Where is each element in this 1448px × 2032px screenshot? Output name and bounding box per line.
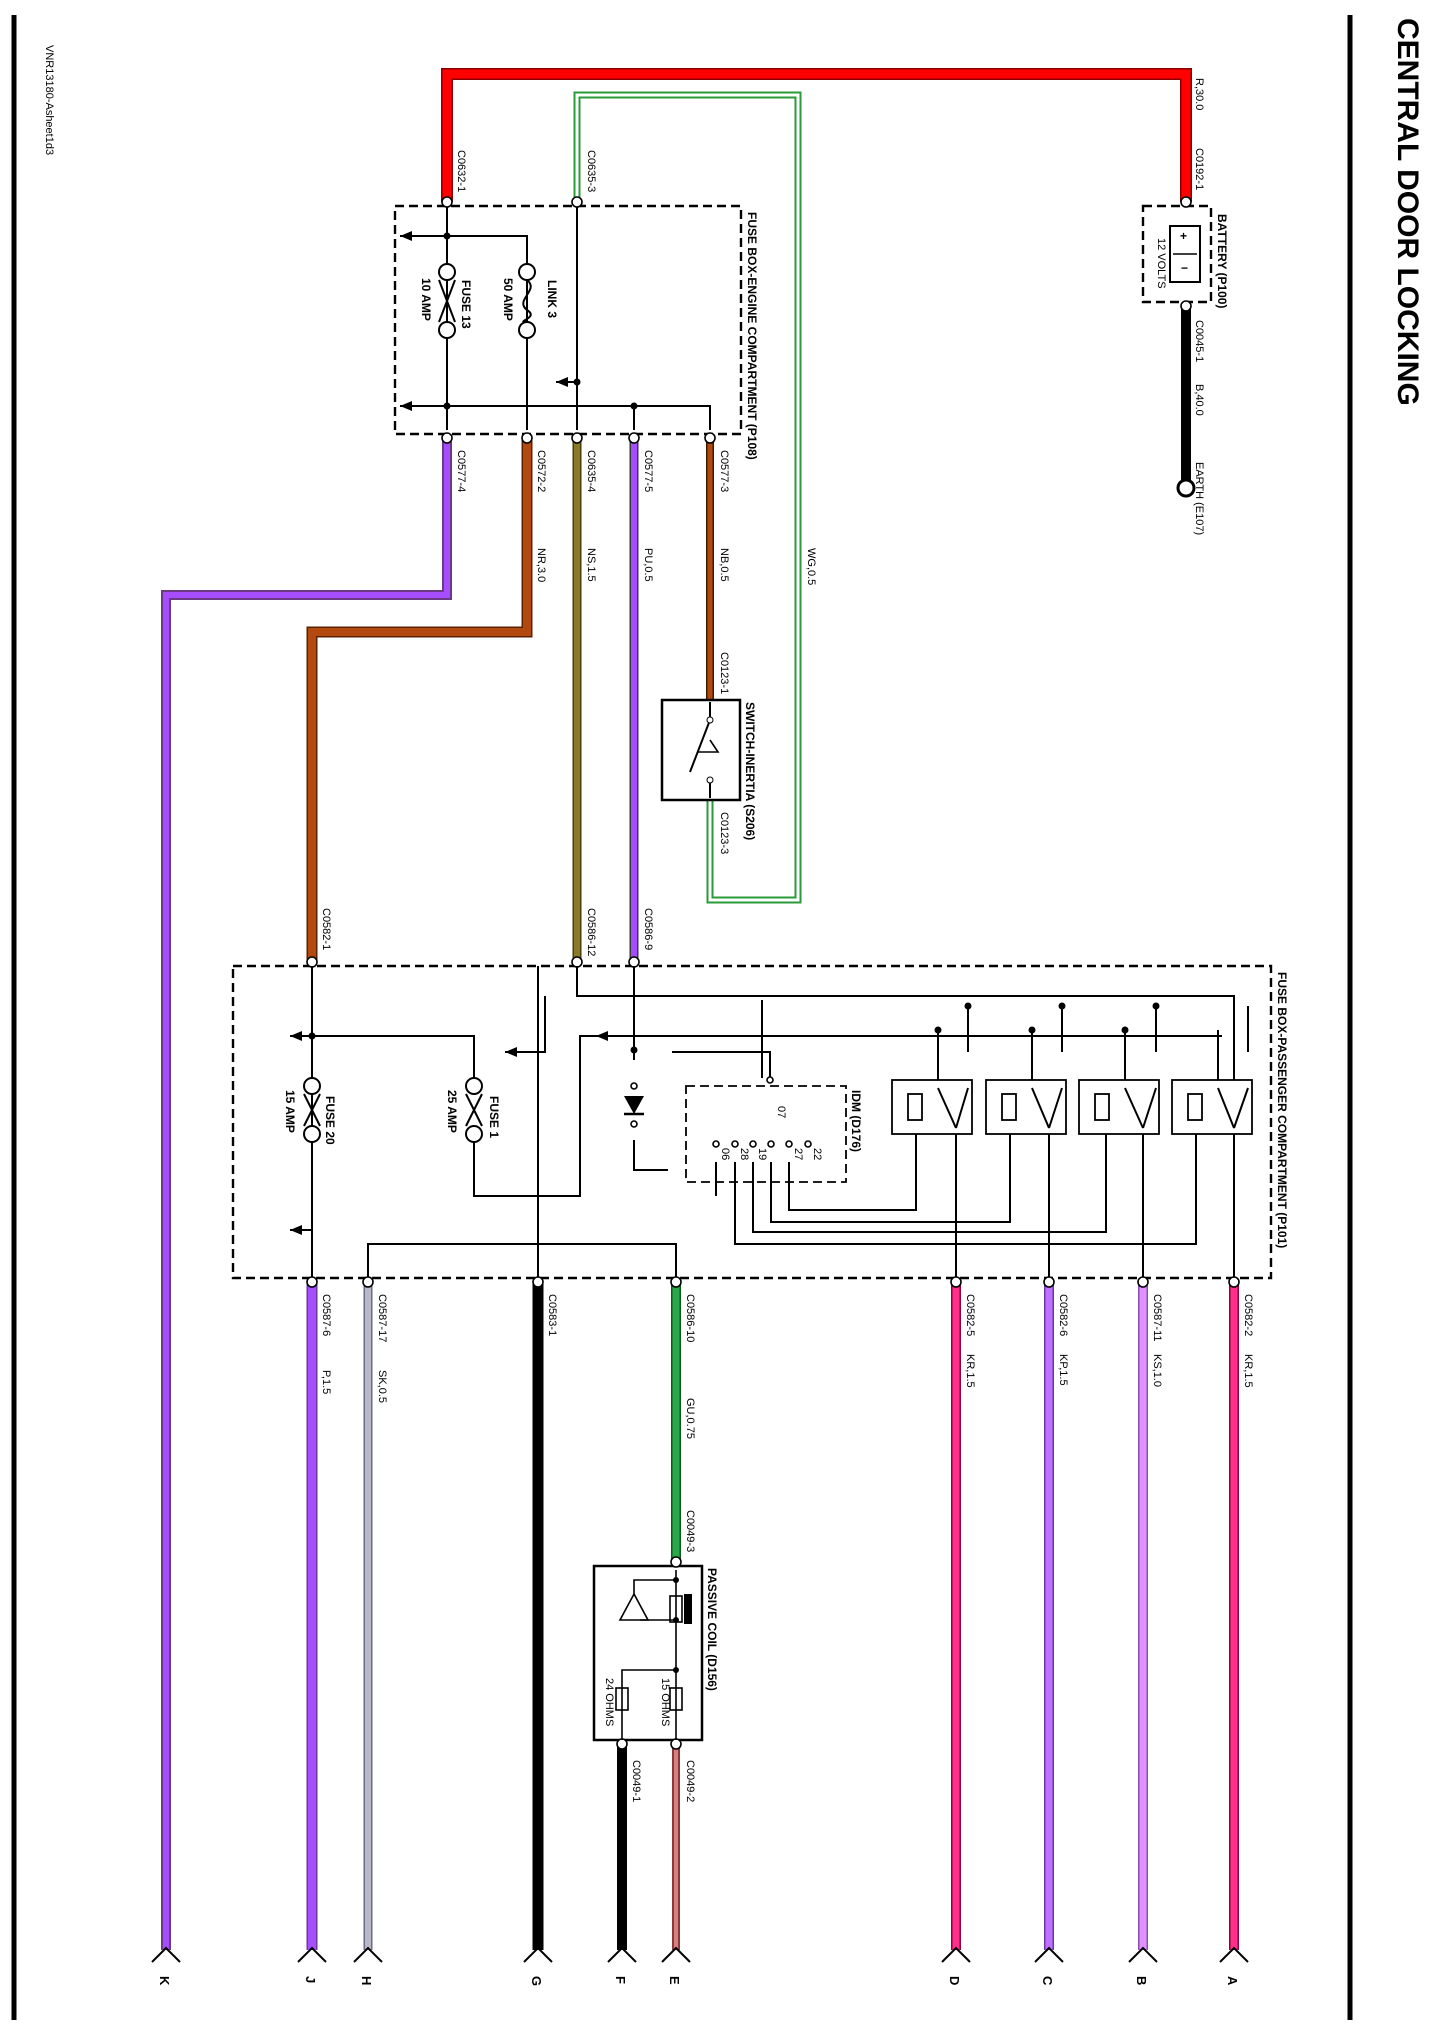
svg-text:C0583-1: C0583-1 xyxy=(546,1294,558,1336)
svg-text:C0582-6: C0582-6 xyxy=(1057,1294,1069,1336)
wire-label-pu: PU,0.5 xyxy=(642,548,654,582)
svg-text:FUSE BOX-ENGINE COMPARTMENT (P: FUSE BOX-ENGINE COMPARTMENT (P108) xyxy=(745,212,759,460)
svg-text:FUSE BOX-PASSENGER COMPARTMENT: FUSE BOX-PASSENGER COMPARTMENT (P101) xyxy=(1275,972,1289,1248)
svg-text:SWITCH-INERTIA (S206): SWITCH-INERTIA (S206) xyxy=(743,702,757,840)
wire-label-e: GU,0.75 xyxy=(684,1398,696,1439)
svg-text:C0123-3: C0123-3 xyxy=(718,812,730,854)
svg-text:C0049-2: C0049-2 xyxy=(684,1760,696,1802)
svg-text:06: 06 xyxy=(719,1148,731,1160)
svg-text:C0577-4: C0577-4 xyxy=(455,450,467,492)
edge-label-b: B xyxy=(1134,1976,1149,1985)
svg-text:C0577-3: C0577-3 xyxy=(718,450,730,492)
wire-label-c: KP,1.5 xyxy=(1057,1354,1069,1386)
edge-label-k: K xyxy=(157,1976,172,1986)
wire-label-j: P,1.5 xyxy=(320,1370,332,1394)
fuse-box-engine: FUSE BOX-ENGINE COMPARTMENT (P108) FUSE … xyxy=(393,150,759,492)
svg-text:C0632-1: C0632-1 xyxy=(455,150,467,192)
svg-text:50 AMP: 50 AMP xyxy=(501,278,515,321)
svg-text:C0586-10: C0586-10 xyxy=(684,1294,696,1342)
svg-text:R,30.0: R,30.0 xyxy=(1193,78,1205,110)
svg-text:IDM (D176): IDM (D176) xyxy=(849,1090,863,1152)
svg-text:FUSE 13: FUSE 13 xyxy=(459,280,473,329)
svg-text:07: 07 xyxy=(775,1106,787,1118)
page-title: CENTRAL DOOR LOCKING xyxy=(1391,18,1424,406)
svg-text:BATTERY (P100): BATTERY (P100) xyxy=(1215,214,1229,308)
svg-text:C0192-1: C0192-1 xyxy=(1193,148,1205,190)
svg-text:C0045-1: C0045-1 xyxy=(1193,320,1205,362)
svg-text:28: 28 xyxy=(738,1148,750,1160)
svg-text:C0582-5: C0582-5 xyxy=(964,1294,976,1336)
svg-text:−: − xyxy=(1181,261,1188,275)
svg-text:PASSIVE COIL (D156): PASSIVE COIL (D156) xyxy=(705,1568,719,1691)
svg-text:15 AMP: 15 AMP xyxy=(283,1090,297,1133)
svg-text:12 VOLTS: 12 VOLTS xyxy=(1155,238,1167,289)
wire-nr xyxy=(306,440,533,960)
doc-reference: VNR13180-Asheet1d3 xyxy=(43,45,55,155)
svg-text:C0582-2: C0582-2 xyxy=(1242,1294,1254,1336)
edge-label-e: E xyxy=(667,1976,682,1985)
svg-text:27: 27 xyxy=(792,1148,804,1160)
battery: + − 12 VOLTS BATTERY (P100) C0192-1 C004… xyxy=(1141,78,1229,535)
svg-text:FUSE 20: FUSE 20 xyxy=(323,1096,337,1145)
svg-text:LINK 3: LINK 3 xyxy=(545,280,559,318)
svg-text:10 AMP: 10 AMP xyxy=(419,278,433,321)
edge-label-d: D xyxy=(947,1976,962,1985)
svg-text:C0586-9: C0586-9 xyxy=(642,908,654,950)
svg-text:EARTH (E107): EARTH (E107) xyxy=(1193,462,1205,535)
svg-text:22: 22 xyxy=(811,1148,823,1160)
edge-label-g: G xyxy=(529,1976,544,1986)
svg-text:19: 19 xyxy=(756,1148,768,1160)
fuse-box-passenger: FUSE BOX-PASSENGER COMPARTMENT (P101) C0… xyxy=(231,908,1289,1342)
svg-text:C0582-1: C0582-1 xyxy=(320,908,332,950)
wire-label-nr: NR,3.0 xyxy=(535,548,547,582)
passive-coil: PASSIVE COIL (D156) C0049-3 C0049-1 C004… xyxy=(592,1510,719,1802)
svg-text:C0587-17: C0587-17 xyxy=(376,1294,388,1342)
svg-text:C0587-6: C0587-6 xyxy=(320,1294,332,1336)
wire-label-ns: NS,1.5 xyxy=(585,548,597,582)
wire-label-b: KS,1.0 xyxy=(1151,1354,1163,1387)
inertia-switch: SWITCH-INERTIA (S206) C0123-1 C0123-3 xyxy=(660,652,757,854)
wire-label-d: KR,1.5 xyxy=(964,1354,976,1388)
wire-label-a: KR,1.5 xyxy=(1242,1354,1254,1388)
svg-text:+: + xyxy=(1180,229,1187,243)
wire-red xyxy=(441,68,1192,202)
svg-text:C0587-11: C0587-11 xyxy=(1151,1294,1163,1342)
svg-text:C0123-1: C0123-1 xyxy=(718,652,730,694)
wire-label-wg: WG,0.5 xyxy=(805,548,817,585)
earth-terminal xyxy=(1176,478,1196,498)
edge-markers xyxy=(151,1946,1249,1963)
wires xyxy=(161,68,1239,1950)
wire-label-h: SK,0.5 xyxy=(376,1370,388,1403)
svg-text:C0049-3: C0049-3 xyxy=(684,1510,696,1552)
svg-text:C0572-2: C0572-2 xyxy=(535,450,547,492)
svg-text:C0049-1: C0049-1 xyxy=(630,1760,642,1802)
svg-text:B,40.0: B,40.0 xyxy=(1193,384,1205,416)
wire-label-nb: NB,0.5 xyxy=(718,548,730,582)
svg-text:25 AMP: 25 AMP xyxy=(445,1090,459,1133)
svg-text:C0586-12: C0586-12 xyxy=(585,908,597,956)
edge-label-c: C xyxy=(1040,1976,1055,1986)
edge-label-a: A xyxy=(1225,1976,1240,1986)
svg-text:C0635-3: C0635-3 xyxy=(585,150,597,192)
edge-label-j: J xyxy=(303,1976,318,1983)
svg-text:24 OHMS: 24 OHMS xyxy=(603,1678,615,1726)
svg-text:FUSE 1: FUSE 1 xyxy=(487,1096,501,1138)
edge-label-h: H xyxy=(359,1976,374,1985)
svg-text:15 OHMS: 15 OHMS xyxy=(659,1678,671,1726)
edge-label-f: F xyxy=(613,1976,628,1984)
svg-text:C0577-5: C0577-5 xyxy=(642,450,654,492)
svg-text:C0635-4: C0635-4 xyxy=(585,450,597,492)
